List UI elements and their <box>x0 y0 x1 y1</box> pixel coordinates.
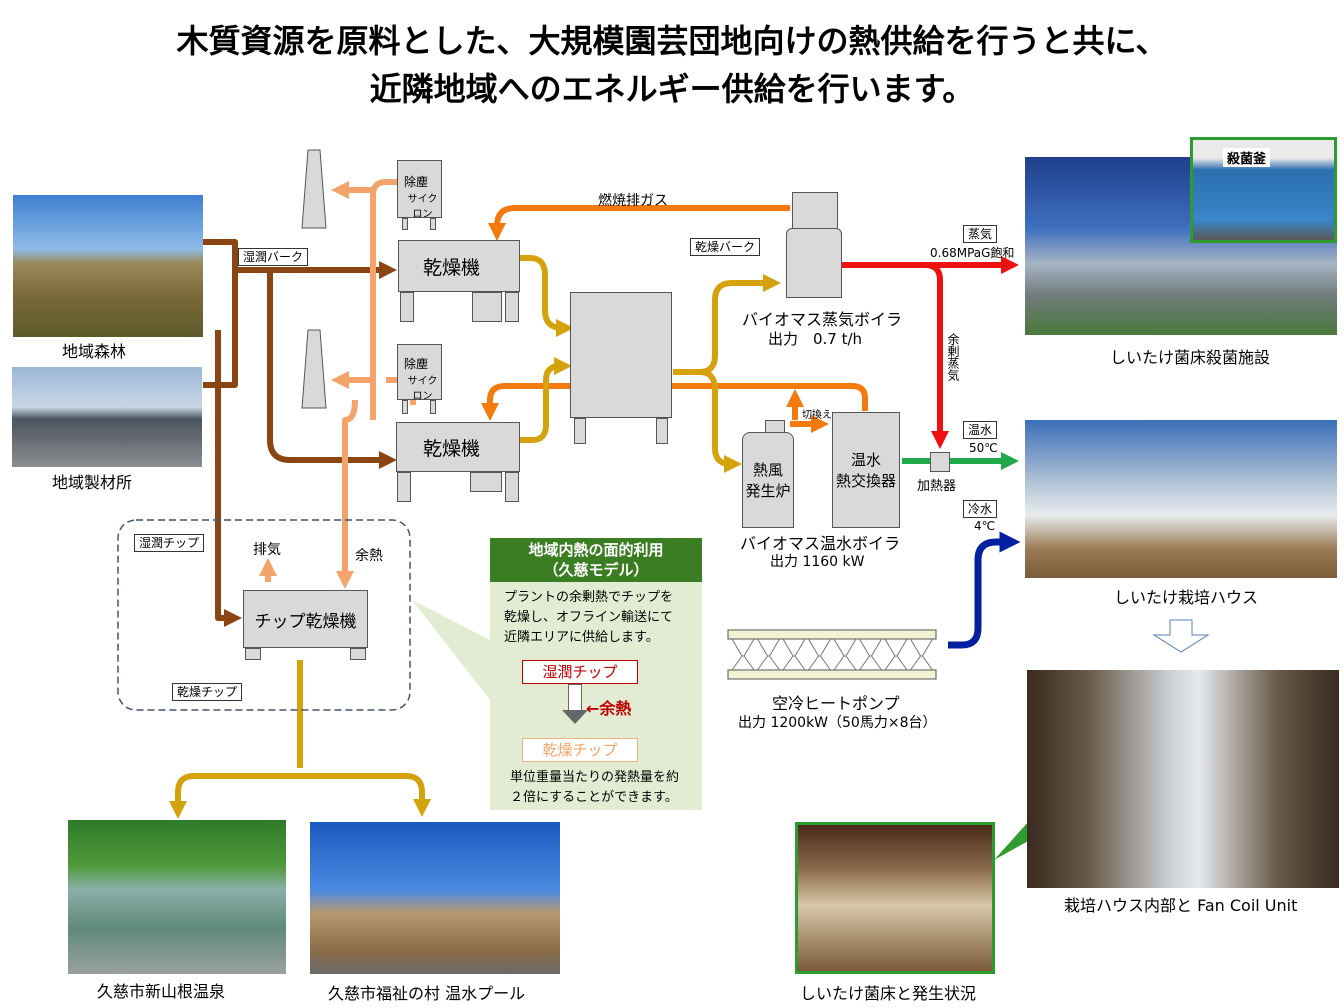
interior-callout <box>994 820 1030 860</box>
waste-heat-label: 余熱 <box>355 545 383 565</box>
switch-label: 切換え <box>802 406 832 421</box>
surplus-steam-to-heater <box>925 265 940 440</box>
cold-water-tag: 冷水 <box>963 500 997 518</box>
forest-caption: 地域森林 <box>62 338 126 362</box>
dust-cyclone-2: 除塵 サイクロン <box>397 344 442 400</box>
wet-bark-label: 湿潤バーク <box>238 248 308 266</box>
heat-pump-unit <box>885 639 907 670</box>
sterilization-caption: しいたけ菌床殺菌施設 <box>1110 344 1270 368</box>
hot-air-furnace: 熱風 発生炉 <box>742 432 794 528</box>
steam-value: 0.68MPaG飽和 <box>930 244 1014 261</box>
down-arrow-icon <box>1154 620 1208 652</box>
dust-cyclone-2-label: 除塵 <box>404 355 428 372</box>
hot-air-furnace-label2: 発生炉 <box>745 480 790 501</box>
chip-dryer: チップ乾燥機 <box>243 590 368 648</box>
dryer-2-label: 乾燥機 <box>423 434 480 461</box>
heat-exchanger-label1: 温水 <box>851 449 881 470</box>
kuji-model-subtitle: （久慈モデル） <box>490 560 702 580</box>
wet-chip-to-chip-dryer <box>218 330 233 618</box>
kuji-desc-line3: 近隣エリアに供給します。 <box>504 628 702 648</box>
kuji-waste-heat: ←余熱 <box>586 695 631 719</box>
fuel-hopper <box>570 292 672 418</box>
cultivation-house-photo <box>1025 420 1337 578</box>
pool-caption: 久慈市福祉の村 温水プール <box>328 980 525 1004</box>
mushroom-caption: しいたけ菌床と発生状況 <box>800 980 976 1004</box>
dry-chip-distribution <box>178 776 422 812</box>
heat-pump-unit <box>758 639 780 670</box>
kuji-model-panel: 地域内熱の面的利用 （久慈モデル） プラントの余剰熱でチップを 乾燥し、オフライ… <box>490 538 702 810</box>
kuji-desc-line2: 乾燥し、オフライン輸送にて <box>504 608 702 628</box>
chip-dryer-label: チップ乾燥機 <box>255 607 357 632</box>
sterilizer-inset-label: 殺菌釜 <box>1223 148 1270 167</box>
heat-pump-unit <box>732 639 754 670</box>
steam-boiler <box>786 228 842 298</box>
dryer-1: 乾燥機 <box>398 240 520 292</box>
heat-pump-unit <box>911 639 933 670</box>
steam-tag: 蒸気 <box>963 225 997 243</box>
heater-box <box>930 452 950 472</box>
hot-water-value: 50℃ <box>969 441 998 455</box>
heat-pump-unit <box>860 639 882 670</box>
kuji-wet-chip: 湿潤チップ <box>522 660 638 684</box>
hot-water-boiler-output: 出力 1160 kW <box>770 551 864 571</box>
steam-boiler-output: 出力 0.7 t/h <box>768 328 862 349</box>
flue-gas-label: 燃焼排ガス <box>598 190 668 210</box>
heat-pump-name: 空冷ヒートポンプ <box>772 690 900 714</box>
heater-label: 加熱器 <box>917 475 956 494</box>
hot-water-tag: 温水 <box>963 421 997 439</box>
kuji-note-line2: ２倍にすることができます。 <box>510 788 679 808</box>
kuji-model-header: 地域内熱の面的利用 （久慈モデル） <box>490 538 702 582</box>
exhaust-label: 排気 <box>253 539 281 559</box>
onsen-photo <box>68 820 286 974</box>
dry-bark-to-hopper1 <box>520 258 565 328</box>
dry-bark-label: 乾燥バーク <box>690 238 760 256</box>
heat-pump-units <box>728 630 936 679</box>
kuji-model-description: プラントの余剰熱でチップを 乾燥し、オフライン輸送にて 近隣エリアに供給します。 <box>490 582 702 648</box>
interior-caption: 栽培ハウス内部と Fan Coil Unit <box>1064 892 1297 916</box>
kuji-model-title: 地域内熱の面的利用 <box>490 540 702 560</box>
kuji-note-line1: 単位重量当たりの発熱量を約 <box>510 768 679 788</box>
heat-pump-output: 出力 1200kW（50馬力×8台） <box>738 712 936 732</box>
kuji-desc-line1: プラントの余剰熱でチップを <box>504 588 702 608</box>
exhaust-to-stack1 <box>340 190 373 240</box>
heat-exchanger: 温水 熱交換器 <box>832 412 900 528</box>
kuji-dry-chip: 乾燥チップ <box>522 738 638 762</box>
onsen-caption: 久慈市新山根温泉 <box>97 978 225 1002</box>
hot-air-furnace-label1: 熱風 <box>753 459 783 480</box>
sawmill-photo <box>12 367 202 467</box>
forest-photo <box>13 195 203 337</box>
flue-gas-to-dryer1 <box>497 208 790 232</box>
surplus-steam-label: 余剰蒸気 <box>945 333 962 381</box>
heat-pump-unit <box>834 639 856 670</box>
dryer-2: 乾燥機 <box>396 422 520 472</box>
house-interior-photo <box>1027 670 1339 888</box>
heat-pump-unit <box>809 639 831 670</box>
chimney-2 <box>302 330 326 408</box>
steam-boiler-name: バイオマス蒸気ボイラ <box>742 306 902 330</box>
waste-heat-to-chip-dryer <box>345 400 355 580</box>
cold-water-to-house <box>948 542 1010 645</box>
dry-chip-label: 乾燥チップ <box>172 683 242 701</box>
kuji-callout-pointer <box>412 600 490 700</box>
wet-chip-label: 湿潤チップ <box>134 534 204 552</box>
dry-bark-to-hopper2 <box>520 366 563 440</box>
dust-cyclone-1-label: 除塵 <box>404 173 428 190</box>
kuji-down-arrow-icon <box>562 710 588 724</box>
sawmill-caption: 地域製材所 <box>52 469 132 493</box>
dust-cyclone-1-sub: サイクロン <box>404 190 441 220</box>
dust-cyclone-1: 除塵 サイクロン <box>397 160 442 218</box>
heat-pump-unit <box>783 639 805 670</box>
heat-exchanger-label2: 熱交換器 <box>836 470 896 491</box>
cultivation-caption: しいたけ栽培ハウス <box>1114 584 1258 608</box>
cold-water-value: 4℃ <box>974 519 995 533</box>
chimney-1 <box>302 150 326 228</box>
kuji-note: 単位重量当たりの発熱量を約 ２倍にすることができます。 <box>510 768 679 808</box>
sterilizer-inset-photo: 殺菌釜 <box>1190 137 1337 243</box>
dryer-1-label: 乾燥機 <box>423 253 480 280</box>
pool-photo <box>310 822 560 974</box>
dust-cyclone-2-sub: サイクロン <box>404 372 441 402</box>
mushroom-bed-photo <box>795 822 995 974</box>
steam-boiler-top <box>792 192 838 230</box>
